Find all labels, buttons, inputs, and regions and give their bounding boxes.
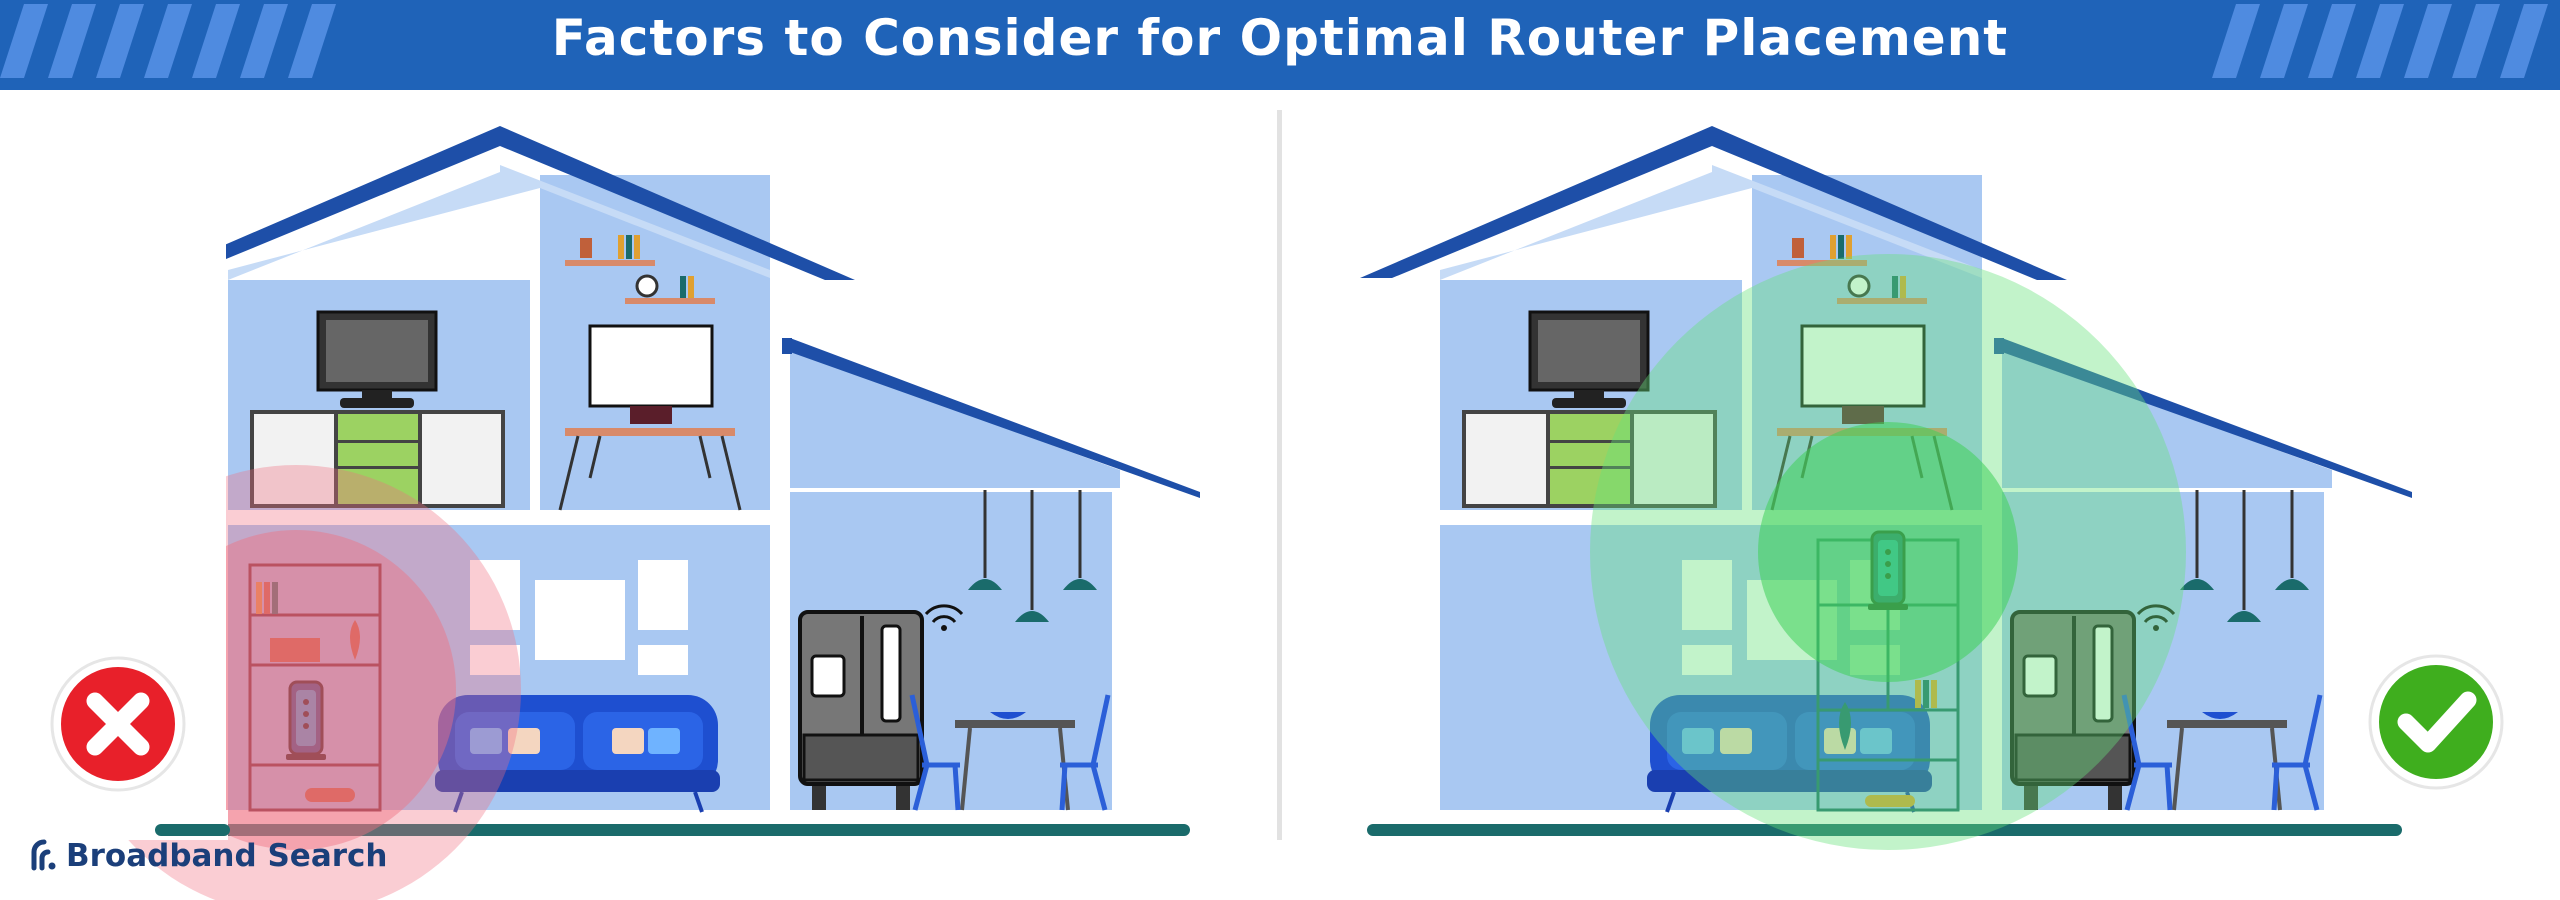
- brand-name: Broadband Search: [66, 838, 388, 874]
- page-title: Factors to Consider for Optimal Router P…: [551, 9, 2009, 67]
- header-banner: Factors to Consider for Optimal Router P…: [0, 0, 2560, 90]
- header-stripes-left: [0, 4, 336, 78]
- header-stripes-right: [2212, 4, 2548, 78]
- broadband-search-logo-icon: [31, 839, 56, 871]
- scene-divider: [1277, 110, 1282, 840]
- good-placement-scene: [1360, 126, 2504, 850]
- corner-bookshelf: [248, 563, 382, 812]
- check-mark-icon: [2368, 654, 2504, 790]
- brand-logo: Broadband Search: [28, 836, 388, 876]
- router-placement-illustration: [0, 90, 2504, 900]
- bad-placement-scene: [0, 90, 1200, 900]
- x-mark-icon: [50, 656, 186, 792]
